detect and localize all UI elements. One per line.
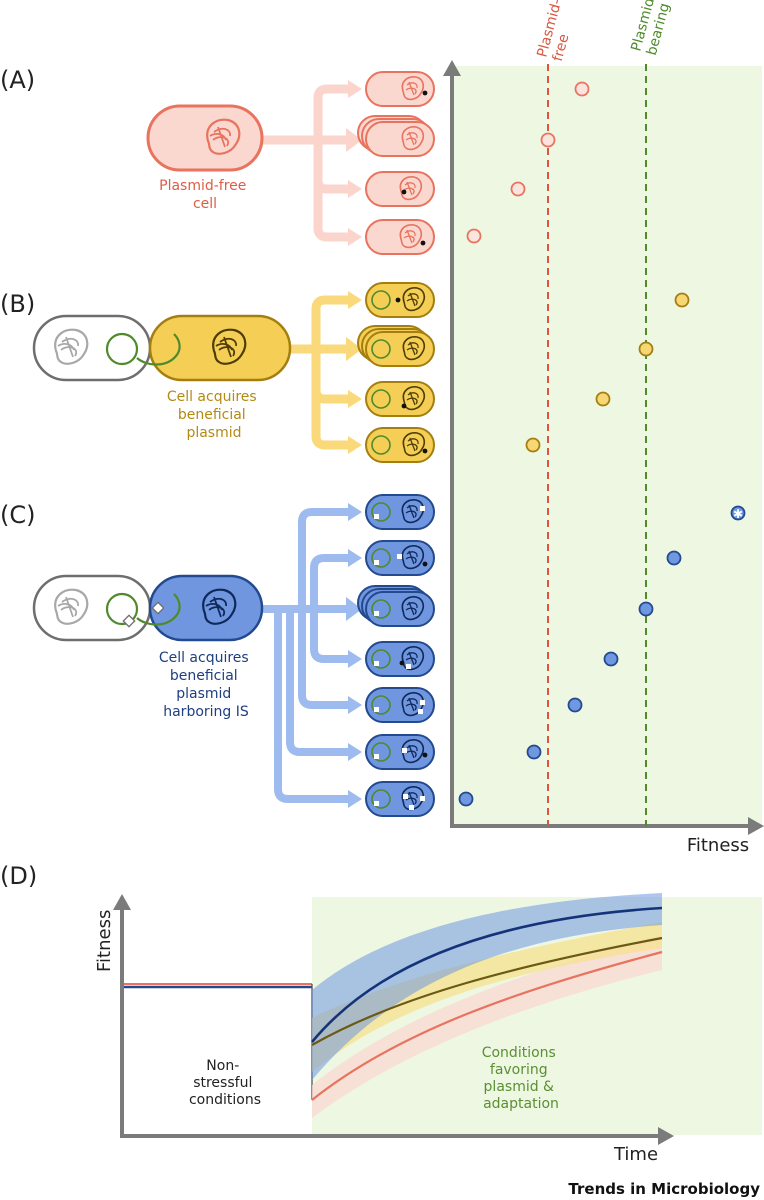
plasmid-bearing-trajectory: [311, 936, 663, 1046]
recipient-cell-panel-b: [136, 314, 292, 382]
d-x-axis-label: Time: [613, 1144, 658, 1165]
daughter-cell: [365, 71, 435, 107]
daughter-cell: [365, 282, 435, 318]
fitness-point: [466, 228, 482, 244]
fitness-point: [458, 791, 474, 807]
mutator-star-icon: ✱: [733, 507, 743, 521]
fitness-point: [638, 601, 654, 617]
daughter-cell: [365, 171, 435, 207]
panel-d-label: (D): [0, 862, 37, 890]
journal-footer: Trends in Microbiology: [568, 1180, 760, 1198]
plasmid-free-label: Plasmid- free: [534, 0, 582, 63]
fitness-point: [666, 550, 682, 566]
daughter-cell-stack: [357, 325, 435, 367]
daughter-cell-stack: [357, 585, 435, 627]
daughter-cell: [365, 641, 435, 677]
panel-c-label: (C): [0, 501, 35, 529]
panel-a-fitness-points: [466, 81, 590, 244]
fitness-point: [730, 505, 746, 521]
fitness-point: [540, 132, 556, 148]
donor-cell-with-is: [32, 574, 152, 642]
d-x-axis-arrowhead: [658, 1127, 674, 1145]
panel-b-label: (B): [0, 290, 35, 318]
d-y-axis-arrowhead: [113, 894, 131, 910]
plasmid-is-trajectory: [310, 906, 663, 1043]
panel-a-arrowheads: [346, 80, 362, 246]
panel-a-daughter-cells: [357, 71, 435, 255]
non-stressful-label: Non- stressful conditions: [189, 1058, 261, 1108]
daughter-cell: [365, 494, 435, 530]
plasmid-bearing-label: Plasmid- bearing: [628, 0, 676, 57]
daughter-cell: [365, 540, 435, 576]
fitness-point: [567, 697, 583, 713]
daughter-cell: [365, 427, 435, 463]
daughter-cell: [365, 734, 435, 770]
panel-c-arrowheads: [346, 503, 362, 808]
stress-condition-label: Conditions favoring plasmid & adaptation: [482, 1045, 561, 1112]
plasmid-free-trajectory: [311, 950, 663, 1101]
fitness-plot-background: [452, 66, 762, 826]
panel-c-daughter-cells: [357, 494, 435, 817]
plasmid-bearing-band: [312, 922, 662, 1072]
fitness-point: [638, 341, 654, 357]
panel-c-arrows: [262, 508, 350, 803]
fitness-point: [510, 181, 526, 197]
panel-a-caption: Plasmid-free cell: [159, 178, 251, 212]
panel-b-fitness-points: [525, 292, 690, 453]
d-y-axis-label: Fitness: [94, 910, 115, 972]
panel-a-label: (A): [0, 66, 35, 94]
panel-a-arrows: [262, 84, 350, 242]
plasmid-free-band: [312, 935, 662, 1118]
fitness-point: [525, 437, 541, 453]
panel-b-arrowheads: [346, 291, 362, 454]
daughter-cell: [365, 781, 435, 817]
panel-c-fitness-points: [458, 505, 746, 807]
panel-b-caption: Cell acquires beneficial plasmid: [167, 389, 261, 441]
plasmid-free-parent-cell: [146, 104, 264, 172]
recipient-cell-panel-c: [136, 574, 264, 642]
fitness-point: [574, 81, 590, 97]
panel-c-caption: Cell acquires beneficial plasmid harbori…: [159, 650, 253, 720]
fitness-point: [526, 744, 542, 760]
fitness-point: [603, 651, 619, 667]
daughter-cell: [365, 381, 435, 417]
daughter-cell: [365, 687, 435, 723]
donor-cell: [32, 314, 152, 382]
y-axis-arrowhead: [443, 60, 461, 76]
fitness-point: [595, 391, 611, 407]
panel-b-daughter-cells: [357, 282, 435, 463]
top-x-axis-label: Fitness: [687, 835, 749, 856]
panel-b-arrows: [290, 295, 350, 450]
x-axis-arrowhead: [748, 817, 764, 835]
fitness-point: [674, 292, 690, 308]
daughter-cell-stack: [357, 115, 435, 157]
daughter-cell: [365, 219, 435, 255]
